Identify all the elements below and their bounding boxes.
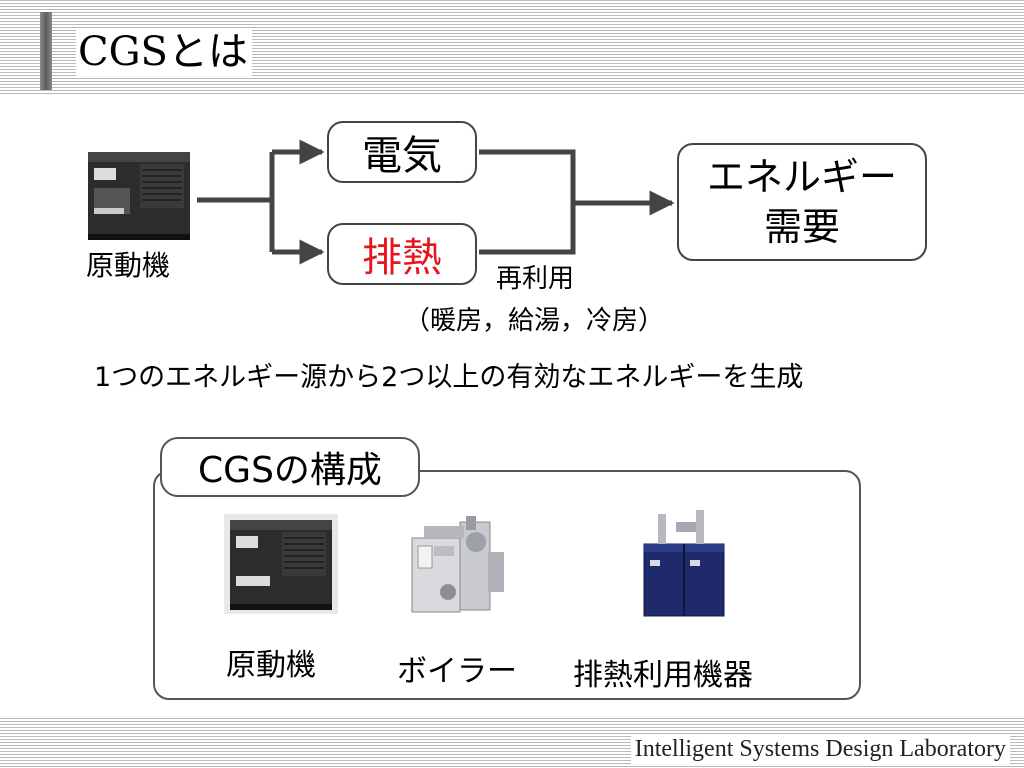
footer-lab-name: Intelligent Systems Design Laboratory <box>630 734 1010 764</box>
component-label-boiler: ボイラー <box>397 654 517 689</box>
generator-image <box>88 152 190 240</box>
energy-demand-line1: エネルギー <box>706 155 897 199</box>
source-label: 原動機 <box>86 249 171 282</box>
boiler-image <box>411 516 504 613</box>
title-accent-bar <box>40 12 52 90</box>
summary-text: 1つのエネルギー源から2つ以上の有効なエネルギーを生成 <box>94 362 804 393</box>
electricity-box: 電気 <box>327 121 477 183</box>
waste-heat-label: 排熱 <box>362 235 442 281</box>
slide-title: CGSとは <box>76 28 252 76</box>
energy-demand-line2: 需要 <box>763 205 840 249</box>
heat-recovery-unit-image <box>643 510 725 617</box>
reuse-examples: （暖房，給湯，冷房） <box>404 306 665 336</box>
waste-heat-box: 排熱 <box>327 223 477 285</box>
component-label-heat-recovery: 排熱利用機器 <box>573 658 753 693</box>
energy-demand-box: エネルギー 需要 <box>677 143 927 261</box>
components-title: CGSの構成 <box>160 437 420 497</box>
component-label-generator: 原動機 <box>226 648 316 683</box>
reuse-label: 再利用 <box>496 264 575 294</box>
electricity-label: 電気 <box>362 133 442 179</box>
components-title-label: CGSの構成 <box>198 450 382 491</box>
generator-image <box>224 514 338 614</box>
merge-line <box>479 149 576 255</box>
